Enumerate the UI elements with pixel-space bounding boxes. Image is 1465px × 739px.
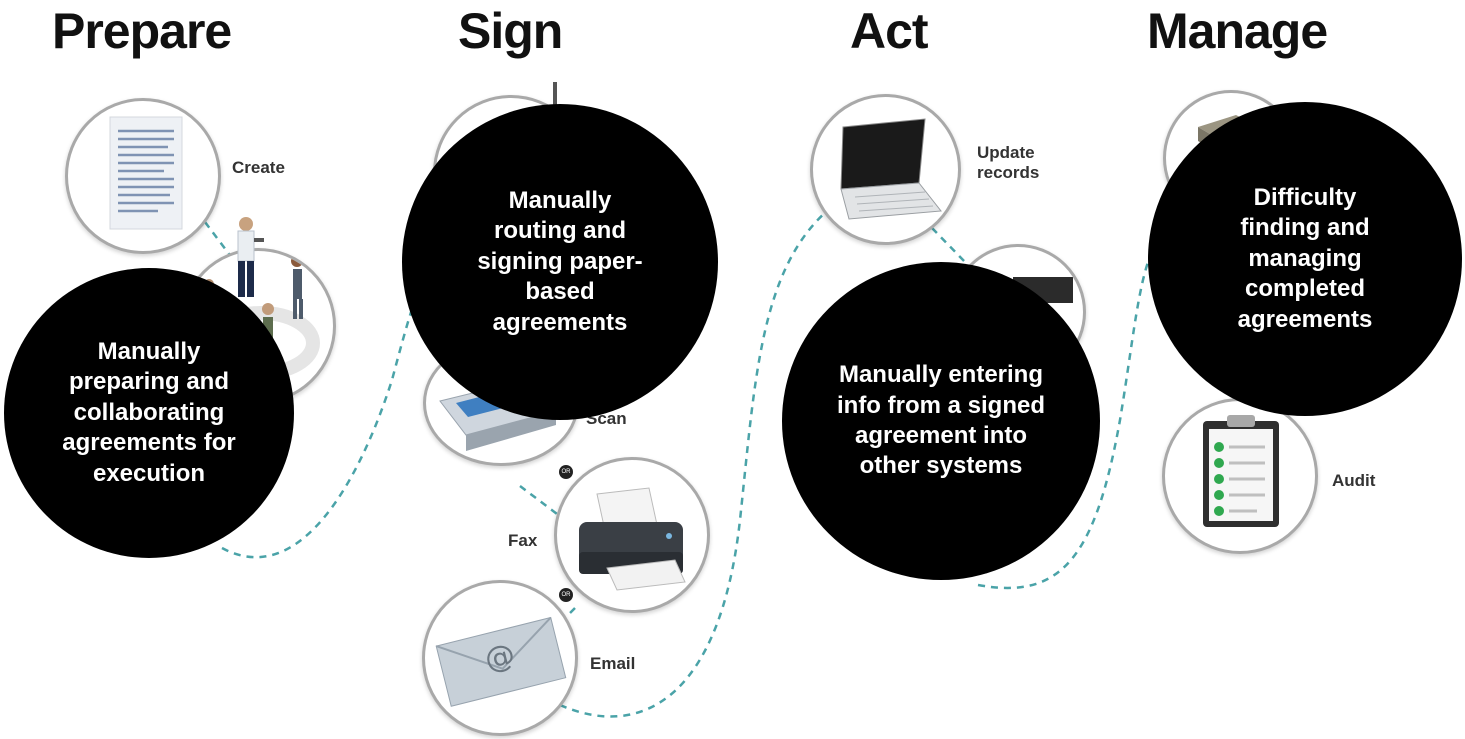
printer-icon <box>579 487 686 591</box>
stage-title-manage: Manage <box>1147 3 1328 59</box>
envelope-icon: @ <box>435 616 567 707</box>
person-figure-icon <box>237 217 264 297</box>
connector-sign-act <box>559 209 829 718</box>
clipboard-icon <box>1203 415 1279 527</box>
sign-pain-point: Manually routing and signing paper-based… <box>402 104 718 420</box>
act-pain-point: Manually entering info from a signed agr… <box>782 262 1100 580</box>
or-badge-scan-fax: OR <box>559 465 573 479</box>
prepare-pain-point: Manually preparing and collaborating agr… <box>4 268 294 558</box>
connector-prepare-sign <box>221 299 417 559</box>
connector-fax-email <box>564 607 576 619</box>
stage-title-sign: Sign <box>458 3 563 59</box>
manage-pain-text: Difficulty finding and managing complete… <box>1237 183 1373 333</box>
audit-step-label: Audit <box>1332 471 1376 490</box>
update-step-circle <box>810 94 961 245</box>
create-step-circle <box>65 98 221 254</box>
manage-pain-point: Difficulty finding and managing complete… <box>1148 102 1462 416</box>
connector-update-device <box>931 227 966 263</box>
sign-pain-text: Manually routing and signing paper-based… <box>477 186 643 336</box>
or-badge-fax-email: OR <box>559 588 573 602</box>
laptop-icon <box>840 118 942 220</box>
prepare-pain-text: Manually preparing and collaborating agr… <box>62 337 236 487</box>
audit-step-circle <box>1162 398 1318 554</box>
stage-title-prepare: Prepare <box>52 3 232 59</box>
connector-scan-fax <box>519 485 566 521</box>
document-icon <box>109 116 183 230</box>
email-step-label: Email <box>590 654 636 673</box>
act-pain-text: Manually entering info from a signed agr… <box>836 361 1045 480</box>
email-step-circle: @ <box>422 580 578 736</box>
fax-step-label: Fax <box>508 531 538 550</box>
tower-icon <box>553 82 557 106</box>
stage-title-act: Act <box>850 3 929 59</box>
connector-act-manage <box>977 239 1161 590</box>
update-step-label: Update records <box>977 143 1040 182</box>
fax-step-circle <box>554 457 710 613</box>
create-step-label: Create <box>232 158 285 177</box>
